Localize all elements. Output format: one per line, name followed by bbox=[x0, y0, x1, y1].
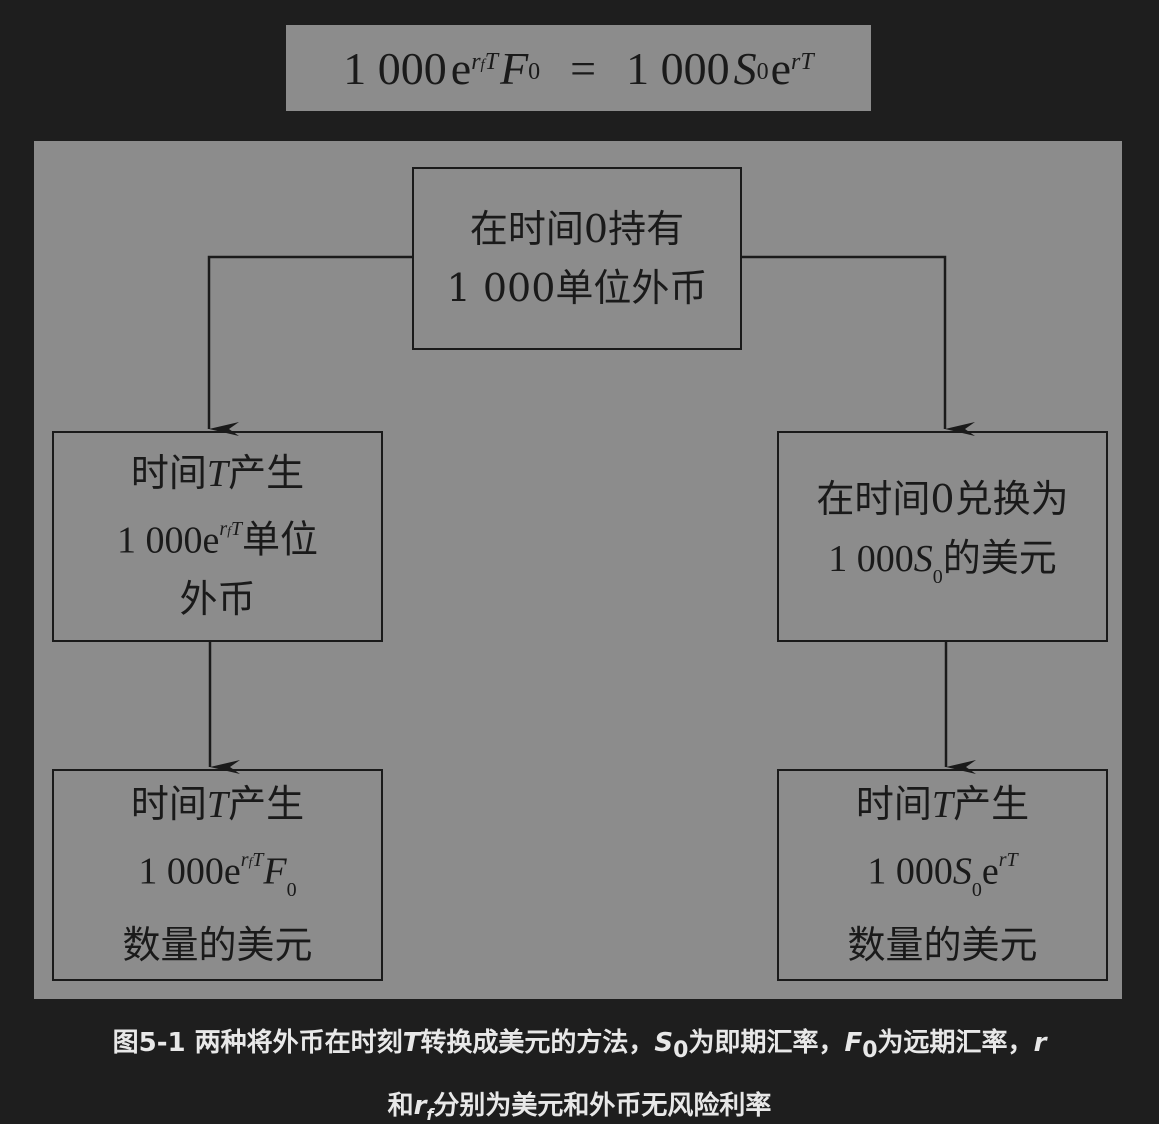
formula-lhs-var: F bbox=[500, 42, 529, 94]
figure-caption-line1: 图5-1 两种将外币在时刻T转换成美元的方法，S0为即期汇率，F0为远期汇率，r bbox=[112, 1028, 1047, 1064]
node-top-line2: 1 000单位外币 bbox=[446, 265, 708, 310]
formula-lhs-var-sub: 0 bbox=[528, 58, 541, 85]
node-hold-foreign-currency: 在时间0持有 1 000单位外币 bbox=[412, 167, 742, 350]
formula-lhs-exp: rfT bbox=[471, 48, 499, 75]
node-left-mid-line1: 时间T产生 bbox=[130, 450, 305, 495]
node-right-convert-to-usd: 在时间0兑换为 1 000S0的美元 bbox=[777, 431, 1108, 642]
formula-lhs-base: e bbox=[450, 42, 472, 94]
connector-layer bbox=[207, 255, 976, 774]
formula-rhs-base: e bbox=[770, 42, 792, 94]
formula-rhs-exp: rT bbox=[791, 48, 814, 75]
node-left-bottom-line3: 数量的美元 bbox=[122, 923, 313, 968]
node-left-bottom-line1: 时间T产生 bbox=[130, 781, 305, 826]
node-left-mid-line2: 1 000erfT单位 bbox=[117, 517, 318, 562]
node-right-bottom-line2: 1 000S0erT bbox=[867, 848, 1018, 902]
formula-equals: = bbox=[570, 42, 597, 94]
formula-rhs-coef: 1 000 bbox=[626, 42, 730, 94]
node-top-line1: 在时间0持有 bbox=[469, 206, 685, 251]
formula-rhs-var: S bbox=[733, 42, 757, 94]
flow-diagram: 在时间0持有 1 000单位外币 时间T产生 1 000erfT单位 外币 在时… bbox=[34, 141, 1122, 999]
node-left-mid-line3: 外币 bbox=[179, 577, 256, 622]
formula-lhs-coef: 1 000 bbox=[343, 42, 447, 94]
connector-top-to-right bbox=[742, 255, 975, 436]
node-right-mid-line1: 在时间0兑换为 bbox=[816, 476, 1069, 521]
node-right-bottom-line3: 数量的美元 bbox=[847, 923, 1038, 968]
connector-top-to-left bbox=[207, 255, 412, 436]
node-right-usd-result: 时间T产生 1 000S0erT 数量的美元 bbox=[777, 769, 1108, 981]
figure-caption-line2: 和rf分别为美元和外币无风险利率 bbox=[387, 1091, 772, 1124]
node-right-mid-line2: 1 000S0的美元 bbox=[828, 535, 1057, 589]
formula-rhs-var-sub: 0 bbox=[756, 58, 769, 85]
node-right-bottom-line1: 时间T产生 bbox=[855, 781, 1030, 826]
node-left-bottom-line2: 1 000erfTF0 bbox=[138, 848, 297, 902]
node-left-foreign-grows: 时间T产生 1 000erfT单位 外币 bbox=[52, 431, 383, 642]
node-left-usd-result: 时间T产生 1 000erfTF0 数量的美元 bbox=[52, 769, 383, 981]
